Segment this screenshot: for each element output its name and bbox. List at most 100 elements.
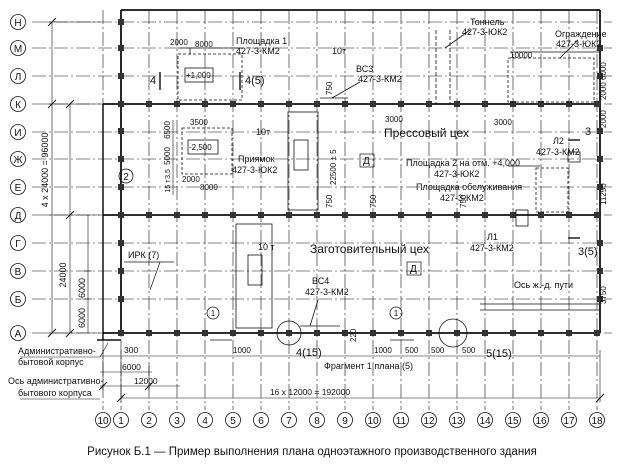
dim-6000: 6000 (77, 278, 87, 298)
dim-total-vertical: 4 x 24000 = 96000 (40, 133, 50, 208)
irk-label: ИРК (7) (128, 250, 159, 260)
dim-3000: 3000 (494, 118, 512, 127)
axis-label-column: 16 (535, 416, 547, 427)
platform-2 (508, 151, 581, 227)
dim-3500: 3500 (190, 118, 208, 127)
fragment-label: Фрагмент 1 плана (5) (324, 361, 413, 371)
vs3-label: ВС3 (356, 64, 373, 74)
admin-leaders (20, 342, 109, 400)
vs3-text: ВС3 427-3-КМ2 (356, 64, 402, 84)
building-walls (103, 9, 601, 334)
axis-label-row: А (15, 329, 22, 340)
fragment-bubble-1: 1 (394, 309, 399, 318)
axis-label-row: Н (14, 18, 21, 29)
dim-2000: 2000 (182, 175, 200, 184)
axis-label-column: 4 (202, 416, 208, 427)
dim-500: 500 (462, 346, 476, 355)
mid-dimension-text: 750 750 750 750 22500 ± 5 3000 3000 220 (325, 81, 512, 342)
dim-500: 500 (431, 346, 445, 355)
tunnel-code: 427-3-ЮК2 (462, 27, 507, 37)
axis-label-row: Г (15, 239, 21, 250)
section-mark-3-5: 3(5) (578, 246, 598, 258)
platform-2-label: Площадка 2 на отм. +4,000 (406, 158, 520, 168)
vs4-code: 427-3-КМ2 (305, 287, 349, 297)
section-mark-4-5: 4(5) (245, 75, 265, 87)
admin-building-label: Административно- (18, 346, 96, 356)
axis-label-row: Л (15, 72, 22, 83)
bottom-dimension-lines (100, 350, 601, 402)
fence (507, 39, 600, 103)
press-shop-label: Прессовый цех (384, 126, 469, 140)
crane-label: 10т (332, 46, 346, 56)
axis-label-column: 15 (507, 416, 519, 427)
building-columns (118, 19, 603, 336)
platform-1-text: Площадка 1 427-3-КМ2 +1,000 8000 2000 4 … (150, 36, 287, 87)
platform-1-code: 427-3-КМ2 (236, 46, 280, 56)
admin-axis-label: Ось административно- (8, 376, 104, 386)
procure-shop-label: Заготовительный цех (310, 242, 429, 256)
dim-500: 500 (405, 346, 419, 355)
axis-bubble-2-label: 2 (123, 172, 129, 183)
axis-label-column: 10 (367, 416, 379, 427)
zone-mark: Д (363, 156, 370, 167)
axis-label-column: 10 (97, 416, 109, 427)
dim-10000: 10000 (510, 51, 533, 60)
dim-3750: 3750 (599, 286, 608, 304)
dim-11250: 11250 (599, 183, 608, 205)
stair-l1-label: Л1 (487, 232, 498, 242)
dim-8000: 8000 (200, 183, 218, 192)
axis-label-column: 9 (342, 416, 348, 427)
dim-6500: 6500 (163, 121, 172, 139)
section-mark-3: 3 (585, 126, 591, 138)
tunnel-fence-text: Тоннель 427-3-ЮК2 Ограждение 427-3-ЮК2 1… (462, 17, 608, 128)
column-axis-lines (102, 10, 598, 410)
dim-6000: 6000 (599, 62, 608, 80)
irk-area (124, 261, 174, 291)
axis-label-row: Д (15, 211, 22, 222)
axis-label-column: 5 (230, 416, 236, 427)
dim-3000: 3000 (385, 115, 403, 124)
dimension-ticks (47, 17, 605, 403)
section-3-arrows (568, 139, 580, 239)
stair-l2-label: Л2 (553, 136, 564, 146)
dim-12000: 12000 (134, 376, 158, 386)
left-dimension-lines (46, 21, 174, 334)
row-axis-labels: Н М Л К И Ж Е Д Г В Б А (13, 18, 23, 340)
dim-1000: 1000 (233, 346, 251, 355)
dim-24000: 24000 (58, 262, 68, 287)
axis-label-row: К (15, 100, 21, 111)
row-axis-bubbles (10, 14, 26, 341)
fence-label: Ограждение (555, 29, 607, 39)
dim-8000: 8000 (195, 40, 213, 49)
rail-axis-label: Ось ж.-д. пути (514, 280, 573, 290)
column-axis-bubbles (95, 412, 605, 428)
dim-750: 750 (459, 194, 468, 208)
dim-5000: 5000 (163, 147, 172, 165)
left-dimension-text: 4 x 24000 = 96000 24000 6000 6000 6500 5… (40, 121, 172, 328)
fence-code: 427-3-ЮК2 (556, 39, 601, 49)
section-4-arrows (159, 72, 241, 90)
vs3-brace (320, 81, 361, 99)
axis-label-column: 14 (479, 416, 491, 427)
node-callouts (206, 306, 468, 348)
axis-label-row: Ж (13, 155, 23, 166)
dim-2000: 2000 (599, 110, 608, 128)
rail-text: Ось ж.-д. пути 3750 (514, 280, 608, 304)
dim-22500: 22500 ± 5 (329, 149, 338, 185)
tunnel-label: Тоннель (470, 17, 505, 27)
dim-750: 750 (325, 81, 334, 95)
axis-label-row: Е (15, 183, 22, 194)
platform-2-code: 427-3-ЮК2 (434, 169, 479, 179)
platform-1-level: +1,000 (186, 71, 211, 80)
axis-label-row: И (14, 128, 21, 139)
admin-building-walls (97, 104, 121, 341)
stair-l2-code: 427-3-КМ2 (536, 147, 580, 157)
axis-bubble-2 (118, 168, 134, 184)
dim-3-5: 3,5 (165, 169, 172, 179)
axis-label-column: 11 (396, 416, 407, 427)
platform-1 (177, 47, 243, 101)
section-mark-4: 4 (150, 75, 156, 87)
shop-labels: Прессовый цех Заготовительный цех Д Д (310, 126, 469, 275)
pit-code: 427-3-ЮК2 (232, 165, 277, 175)
